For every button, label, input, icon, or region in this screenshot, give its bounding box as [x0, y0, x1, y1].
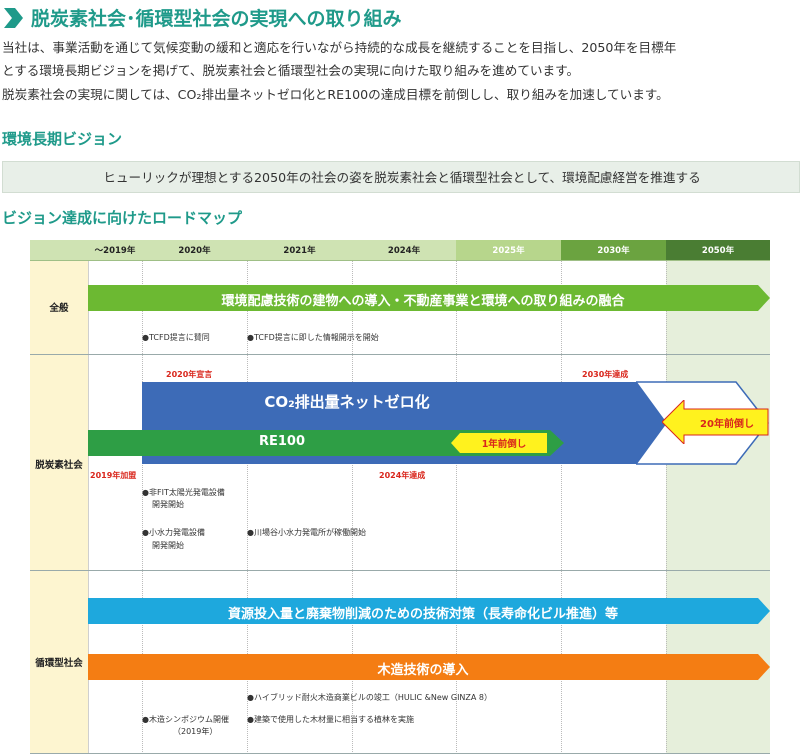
vision-heading: 環境長期ビジョン	[2, 130, 123, 148]
vision-text: ヒューリックが理想とする2050年の社会の姿を脱炭素社会と循環型社会として、環境…	[103, 170, 701, 185]
twenty-year-ahead-label: 20年前倒し	[700, 419, 754, 430]
one-year-ahead-label: 1年前倒し	[481, 439, 527, 450]
row-label-general: 全般	[49, 303, 69, 314]
re100-arrow-bar	[88, 430, 564, 456]
chevron-right-icon	[4, 8, 23, 28]
column-header: 2030年	[597, 246, 630, 256]
item-afforestation: ●建築で使用した木材量に相当する植林を実施	[247, 715, 414, 724]
column-header: 2050年	[701, 246, 735, 256]
twenty-year-ahead-callout-arrow	[662, 400, 769, 444]
general-item-tcfd-endorse: ●TCFD提言に賛同	[142, 333, 210, 342]
general-bar-label: 環境配慮技術の建物への導入・不動産事業と環境への取り組みの融合	[221, 294, 625, 309]
resource-reduction-arrow-bar	[88, 598, 770, 624]
label-2020-declared: 2020年宣言	[166, 370, 213, 379]
one-year-ahead-callout	[451, 433, 547, 453]
label-2019-joined: 2019年加盟	[90, 471, 137, 480]
wood-technology-bar-label: 木造技術の導入	[377, 663, 469, 678]
item-hybrid-wood-building: ●ハイブリッド耐火木造商業ビルの竣工（HULIC &New GINZA 8）	[247, 693, 492, 702]
column-header: 2025年	[492, 246, 525, 256]
page-title: 脱炭素社会･循環型社会の実現への取り組み	[31, 8, 402, 30]
item-nonfit-solar-1: ●非FIT太陽光発電設備	[142, 488, 225, 497]
resource-reduction-bar-label: 資源投入量と廃棄物削減のための技術対策（長寿命化ビル推進）等	[227, 607, 618, 622]
general-item-tcfd-disclosure: ●TCFD提言に即した情報開示を開始	[247, 333, 379, 342]
item-wood-symposium-1: ●木造シンポジウム開催	[142, 715, 229, 724]
co2-bar-label: CO₂排出量ネットゼロ化	[264, 393, 430, 411]
intro-paragraph-line-2: とする環境長期ビジョンを掲げて、脱炭素社会と循環型社会の実現に向けた取り組みを進…	[2, 63, 580, 78]
row-label-column	[30, 260, 88, 754]
vision-box: ヒューリックが理想とする2050年の社会の姿を脱炭素社会と循環型社会として、環境…	[2, 161, 800, 193]
intro-paragraph-line-3: 脱炭素社会の実現に関しては、CO₂排出量ネットゼロ化とRE100の達成目標を前倒…	[2, 87, 669, 102]
item-kawabadani-hydro: ●川場谷小水力発電所が稼働開始	[247, 528, 366, 537]
roadmap-heading: ビジョン達成に向けたロードマップ	[2, 209, 243, 227]
row-label-decarbon: 脱炭素社会	[35, 460, 83, 471]
general-arrow-bar	[88, 285, 770, 311]
label-2030-achieved: 2030年達成	[582, 370, 629, 379]
item-small-hydro-1: ●小水力発電設備	[142, 528, 205, 537]
intro-paragraph-line-1: 当社は、事業活動を通じて気候変動の緩和と適応を行いながら持続的な成長を継続するこ…	[2, 40, 677, 55]
label-2024-achieved: 2024年達成	[379, 471, 426, 480]
item-nonfit-solar-2: 開発開始	[152, 500, 184, 509]
item-wood-symposium-2: （2019年）	[173, 727, 218, 736]
column-header: 2024年	[387, 246, 421, 256]
wood-technology-arrow-bar	[88, 654, 770, 680]
re100-bar-label: RE100	[258, 434, 306, 449]
column-header: ～2019年	[94, 246, 136, 256]
column-header: 2020年	[178, 246, 211, 256]
roadmap-table: ～2019年 2020年 2021年 2024年 2025年 2030年 205…	[30, 240, 770, 754]
item-small-hydro-2: 開発開始	[152, 541, 184, 550]
column-header: 2021年	[283, 246, 316, 256]
row-label-circular: 循環型社会	[35, 658, 83, 669]
